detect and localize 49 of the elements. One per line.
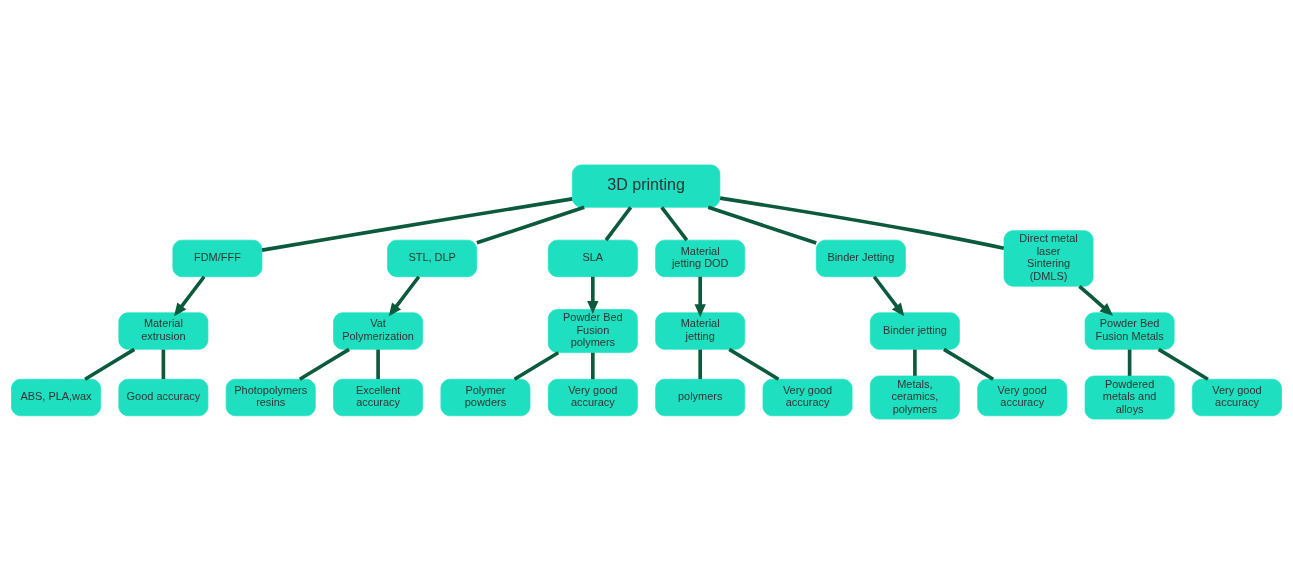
node-box: Very good accuracy bbox=[547, 378, 638, 416]
connector bbox=[1127, 349, 1132, 376]
node-box: Very good accuracy bbox=[762, 378, 853, 416]
node-box: Metals, ceramics, polymers bbox=[870, 375, 960, 419]
node-box: FDM/FFF bbox=[172, 239, 263, 277]
arrow bbox=[872, 275, 905, 316]
node-box: STL, DLP bbox=[387, 239, 478, 277]
node-box: Binder jetting bbox=[870, 311, 960, 350]
node-box: Vat Polymerization bbox=[333, 311, 423, 350]
connector bbox=[476, 205, 585, 245]
connector bbox=[261, 196, 573, 252]
node-box: Excellent accuracy bbox=[333, 378, 423, 416]
node-box: Very good accuracy bbox=[977, 378, 1068, 416]
node-box: Polymer powders bbox=[440, 378, 531, 416]
connector bbox=[943, 347, 995, 381]
arrow bbox=[174, 275, 206, 316]
connector bbox=[376, 349, 380, 379]
node-box: Powder Bed Fusion polymers bbox=[547, 308, 638, 353]
node-box: Binder Jetting bbox=[815, 239, 906, 277]
node-box: Powder Bed Fusion Metals bbox=[1084, 311, 1175, 350]
connector bbox=[698, 349, 702, 379]
connector bbox=[1157, 347, 1209, 381]
node-box: Material extrusion bbox=[118, 311, 209, 350]
node-box: Material jetting bbox=[655, 311, 746, 350]
connector bbox=[707, 205, 817, 245]
node-box: Material jetting DOD bbox=[655, 239, 746, 277]
node-box: ABS, PLA,wax bbox=[11, 378, 101, 416]
connector bbox=[298, 347, 350, 381]
arrow bbox=[388, 275, 421, 316]
node-box: Very good accuracy bbox=[1192, 378, 1282, 416]
connector bbox=[660, 205, 689, 241]
connector bbox=[913, 349, 917, 376]
connector bbox=[84, 347, 136, 381]
node-box: polymers bbox=[655, 378, 746, 416]
node-box: Photopolymers resins bbox=[225, 378, 316, 416]
node-box: Powdered metals and alloys bbox=[1084, 375, 1175, 419]
arrow bbox=[587, 276, 599, 314]
node-box: 3D printing bbox=[572, 164, 721, 208]
arrow bbox=[1078, 284, 1114, 316]
connector bbox=[719, 195, 1005, 250]
node-box: Good accuracy bbox=[118, 378, 209, 416]
connector bbox=[604, 205, 633, 241]
node-box: Direct metal laser Sintering (DMLS) bbox=[1003, 229, 1094, 287]
connector bbox=[161, 349, 166, 379]
arrow bbox=[694, 276, 706, 317]
connector bbox=[591, 352, 595, 379]
connector bbox=[513, 350, 560, 381]
connector bbox=[728, 347, 780, 381]
node-box: SLA bbox=[547, 239, 638, 277]
